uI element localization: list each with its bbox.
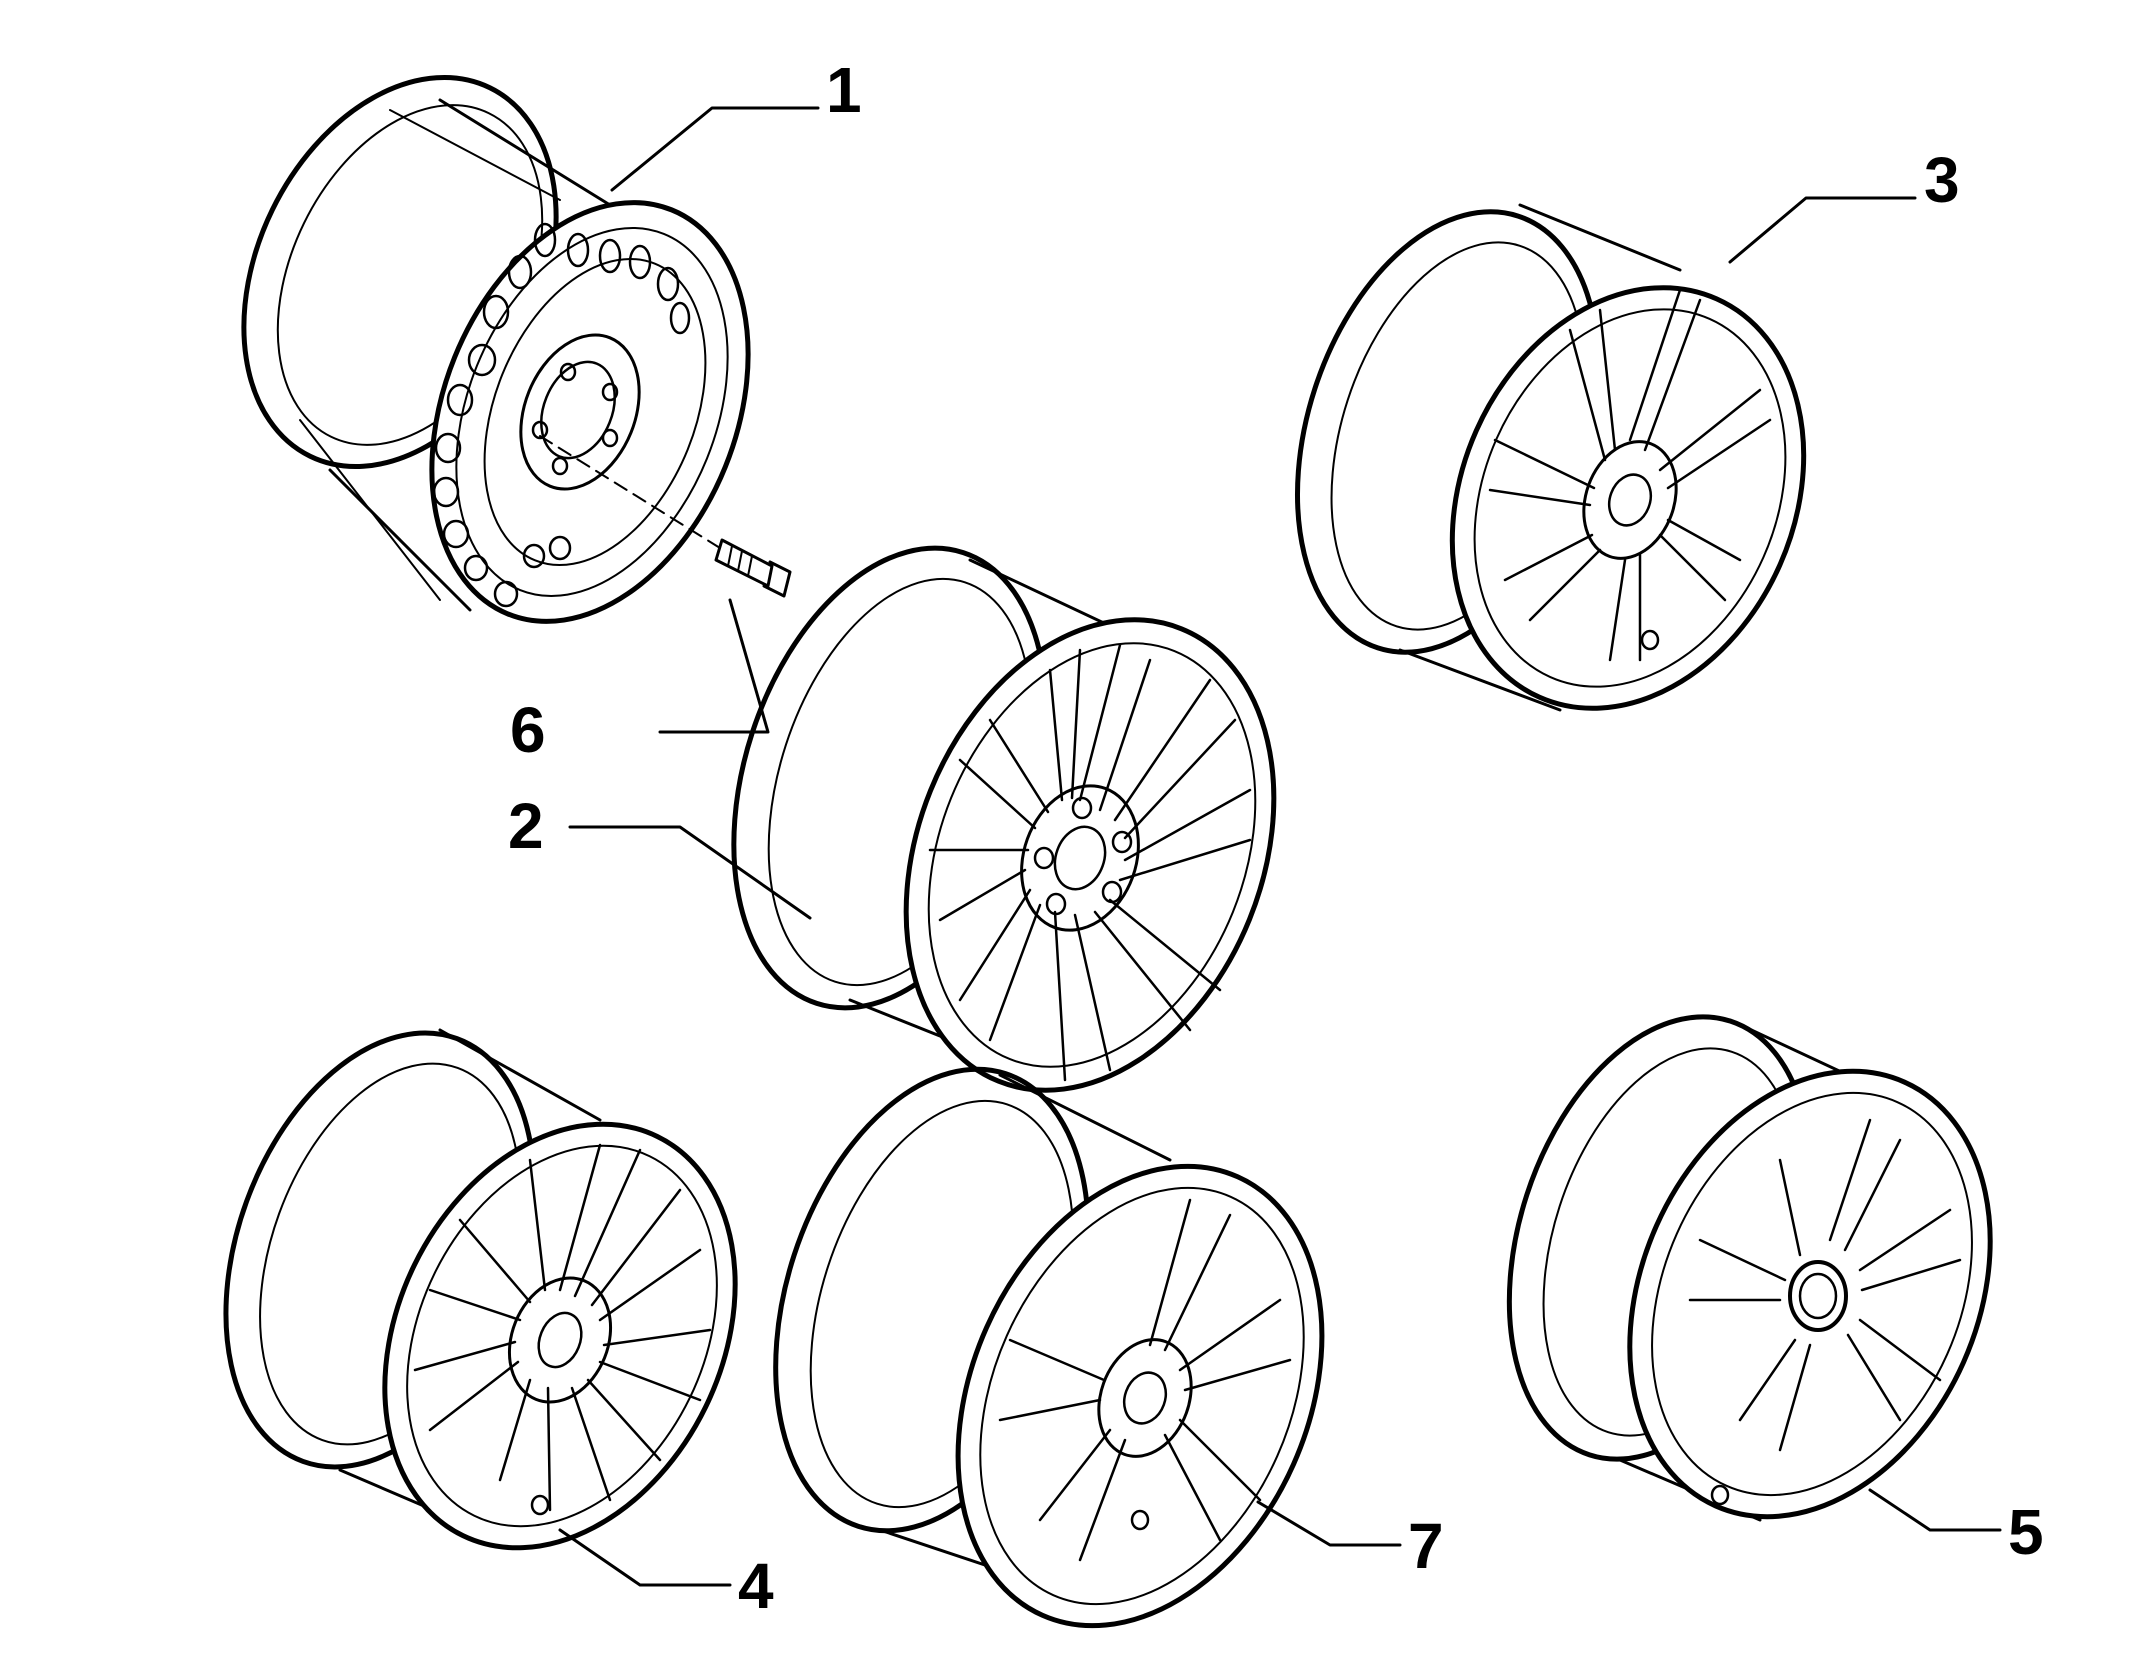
callout-7: 7 bbox=[1408, 1510, 1444, 1582]
callout-4: 4 bbox=[738, 1550, 774, 1622]
vent-holes bbox=[432, 222, 691, 608]
wheel-bolt[interactable] bbox=[539, 435, 792, 598]
wheel-5-alloy-with-hub-cap[interactable] bbox=[1456, 978, 2057, 1574]
callout-labels: 1 2 3 4 5 6 7 bbox=[508, 54, 2044, 1622]
callout-6: 6 bbox=[510, 694, 546, 766]
callout-5: 5 bbox=[2008, 1496, 2044, 1568]
spokes bbox=[998, 1198, 1292, 1562]
leader-lines bbox=[558, 106, 2002, 1587]
spokes bbox=[1488, 288, 1772, 662]
wheel-7-alloy-5-double-spoke[interactable] bbox=[721, 1029, 1392, 1676]
spokes bbox=[1688, 1118, 1962, 1452]
spokes bbox=[928, 643, 1252, 1082]
wheel-2-alloy-10-spoke[interactable] bbox=[679, 508, 1341, 1146]
callout-2: 2 bbox=[508, 790, 544, 862]
callout-1: 1 bbox=[826, 54, 862, 126]
wheel-1-steel-rim[interactable] bbox=[183, 25, 808, 668]
callout-3: 3 bbox=[1924, 144, 1960, 216]
wheel-4-alloy-multi-spoke[interactable] bbox=[170, 990, 803, 1607]
spokes bbox=[413, 1143, 712, 1512]
wheel-3-alloy-7-double-spoke[interactable] bbox=[1245, 173, 1869, 765]
